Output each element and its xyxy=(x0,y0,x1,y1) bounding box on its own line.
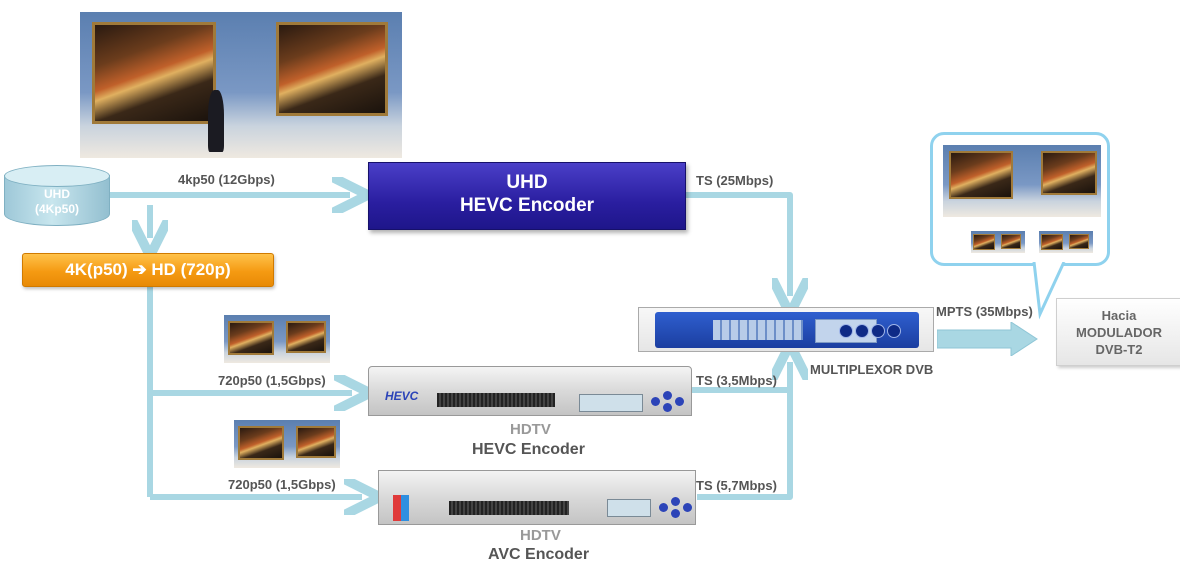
bubble-hd-preview-1 xyxy=(971,231,1025,253)
avc-ts-line xyxy=(697,362,790,500)
dvb-t2-modulator-target: Hacia MODULADOR DVB-T2 xyxy=(1056,298,1180,366)
avc-lcd-display xyxy=(607,499,651,517)
hdtv-hevc-encoder-unit: HEVC xyxy=(368,366,692,416)
avc-ts-rate: TS (5,7Mbps) xyxy=(696,478,777,493)
uhd-ts-rate: TS (25Mbps) xyxy=(696,173,774,188)
uhd-hevc-encoder: UHD HEVC Encoder xyxy=(368,162,686,230)
hdtv-avc-title: HDTV xyxy=(520,527,561,544)
hevc-thumbnail xyxy=(224,315,330,363)
uhd-ts-arrow xyxy=(684,192,790,296)
target-line1: Hacia xyxy=(1101,308,1137,323)
hdtv-avc-encoder-unit xyxy=(378,470,696,525)
mpts-rate: MPTS (35Mbps) xyxy=(936,304,1033,319)
uhd-encoder-title: UHD xyxy=(506,172,548,193)
dvb-multiplexer-unit xyxy=(638,307,934,352)
hevc-input-rate: 720p50 (1,5Gbps) xyxy=(218,373,326,388)
uhd-encoder-subtitle: HEVC Encoder xyxy=(459,195,595,216)
target-line3: DVB-T2 xyxy=(1095,342,1143,357)
painting-right xyxy=(276,22,388,116)
avc-thumbnail xyxy=(234,420,340,468)
conversion-box: 4K(p50) ➔ HD (720p) xyxy=(22,253,274,287)
output-preview-bubble xyxy=(930,132,1110,266)
hevc-control-button xyxy=(651,397,660,406)
mux-level-display xyxy=(713,320,803,340)
mpts-arrow-icon xyxy=(937,322,1038,356)
museum-photo-main xyxy=(80,12,402,158)
hdtv-hevc-title: HDTV xyxy=(510,421,551,438)
visitor-figure xyxy=(208,90,224,152)
target-line2: MODULADOR xyxy=(1076,325,1162,340)
multiplexer-label: MULTIPLEXOR DVB xyxy=(810,362,934,377)
avc-control-button xyxy=(659,503,668,512)
uhd-source-format: (4Kp50) xyxy=(34,202,79,216)
avc-logo-icon xyxy=(393,495,409,521)
uhd-input-rate: 4kp50 (12Gbps) xyxy=(178,172,275,187)
hevc-ts-rate: TS (3,5Mbps) xyxy=(696,373,777,388)
uhd-source: UHD (4Kp50) xyxy=(4,165,110,229)
bubble-tail xyxy=(1032,262,1066,320)
bubble-hd-preview-2 xyxy=(1039,231,1093,253)
bubble-uhd-preview xyxy=(943,145,1101,217)
hevc-lcd-display xyxy=(579,394,643,412)
uhd-source-label: UHD xyxy=(44,187,70,201)
hevc-brand-label: HEVC xyxy=(385,389,419,403)
hdtv-avc-subtitle: AVC Encoder xyxy=(488,546,590,563)
avc-input-rate: 720p50 (1,5Gbps) xyxy=(228,477,336,492)
hdtv-hevc-subtitle: HEVC Encoder xyxy=(472,441,585,458)
painting-left xyxy=(92,22,216,124)
